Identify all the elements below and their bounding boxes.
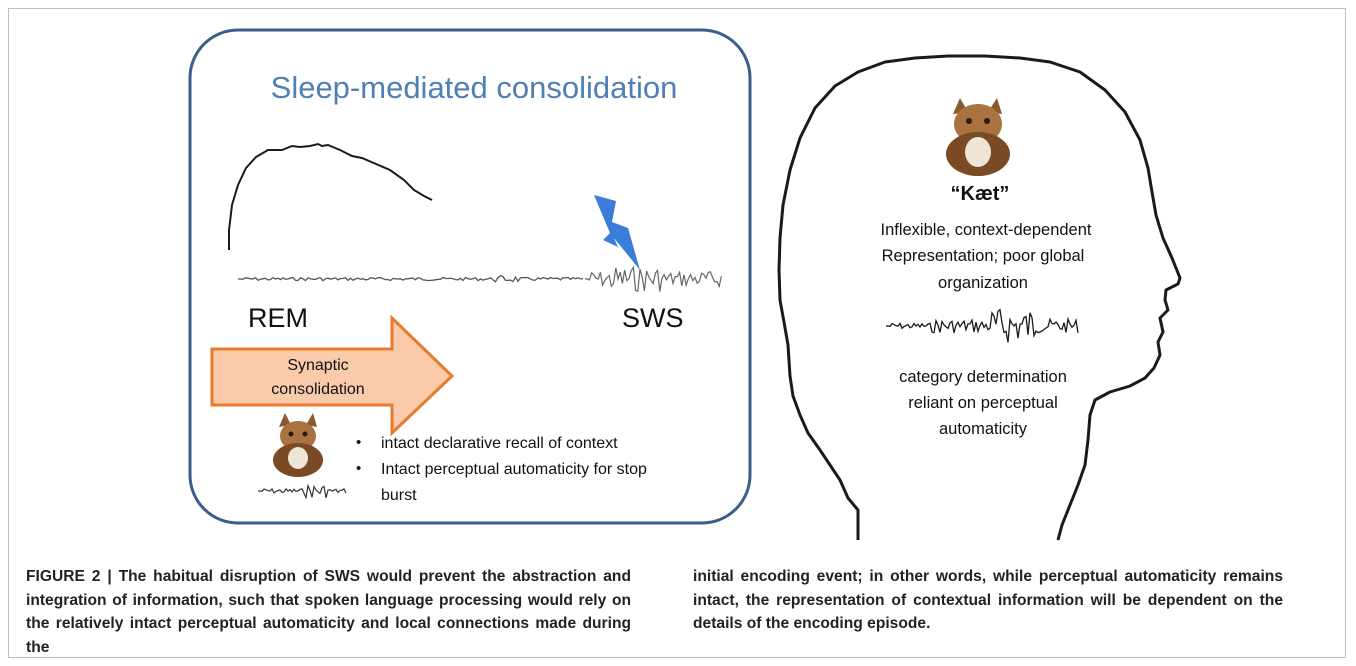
cat-photo-large — [946, 98, 1010, 176]
representation-line-3: organization — [938, 274, 1028, 292]
head-eeg-trace — [885, 308, 1079, 343]
bullet-item-2: Intact perceptual automaticity for stop — [381, 461, 647, 478]
bullet-marker-1: • — [356, 434, 361, 451]
rem-trace — [228, 142, 433, 250]
bullet-item-2-continued: burst — [381, 487, 417, 504]
sws-wave-trace — [584, 265, 722, 293]
category-line-3: automaticity — [939, 420, 1028, 438]
arrow-label-line1: Synaptic — [287, 357, 348, 374]
cat-photo-small — [273, 413, 323, 477]
representation-line-1: Inflexible, context-dependent — [881, 221, 1092, 239]
caption-right-column: initial encoding event; in other words, … — [693, 568, 1283, 632]
bullet-marker-2: • — [356, 460, 361, 477]
bullet-item-1: intact declarative recall of context — [381, 435, 618, 452]
sws-label: SWS — [622, 303, 684, 333]
figure-label: FIGURE 2 | — [26, 568, 112, 585]
panel-title: Sleep-mediated consolidation — [271, 70, 678, 105]
eeg-baseline-trace — [238, 274, 584, 283]
category-line-1: category determination — [899, 368, 1067, 386]
caption-left-column: FIGURE 2 | The habitual disruption of SW… — [26, 565, 631, 659]
rem-label: REM — [248, 303, 308, 333]
synaptic-consolidation-arrow — [210, 314, 455, 437]
small-eeg-trace — [258, 483, 347, 500]
head-silhouette — [777, 54, 1182, 541]
caption-left-text: The habitual disruption of SWS would pre… — [26, 568, 631, 656]
arrow-label-line2: consolidation — [271, 381, 364, 398]
figure-illustration: Sleep-mediated consolidation REM SWS Syn… — [188, 28, 1182, 541]
figure-frame — [8, 8, 1346, 658]
phonetic-word: “Kæt” — [951, 183, 1010, 205]
category-line-2: reliant on perceptual — [908, 394, 1058, 412]
representation-line-2: Representation; poor global — [882, 247, 1085, 265]
lightning-icon — [594, 195, 640, 270]
